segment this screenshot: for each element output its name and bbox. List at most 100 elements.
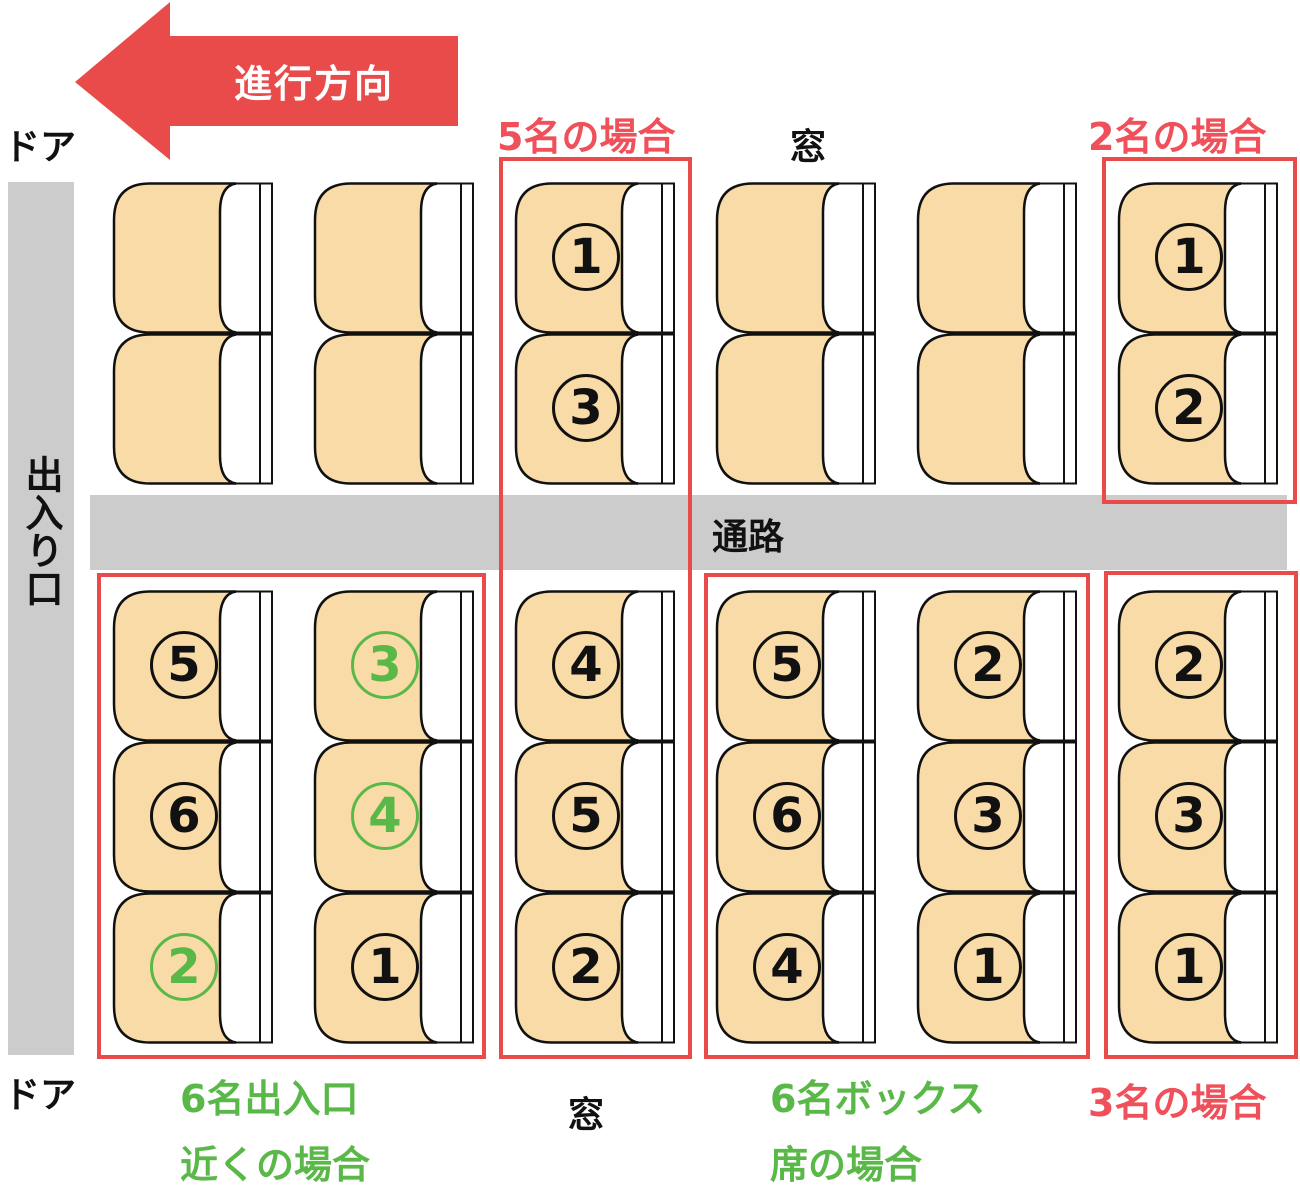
seat-number-badge: 2 bbox=[552, 933, 620, 1001]
seat-number: 2 bbox=[936, 620, 1040, 710]
seat-number-badge: 3 bbox=[552, 374, 620, 442]
seat-bottom-0-0[interactable]: 5 bbox=[112, 590, 274, 742]
group-three-label: 3名の場合 bbox=[1088, 1081, 1267, 1125]
seat-top-3-1[interactable] bbox=[715, 333, 877, 485]
seat-icon bbox=[514, 590, 675, 742]
group-six-entrance-box bbox=[97, 573, 486, 1059]
seat-number-badge: 2 bbox=[150, 933, 218, 1001]
seat-top-4-0[interactable] bbox=[916, 182, 1078, 334]
seat-icon bbox=[715, 182, 876, 334]
door-bottom-label: ドア bbox=[4, 1075, 77, 1116]
seat-number: 5 bbox=[735, 620, 839, 710]
door-top-label: ドア bbox=[4, 127, 77, 168]
seat-number bbox=[735, 212, 839, 302]
seat-number: 2 bbox=[534, 922, 638, 1012]
seat-number-badge: 3 bbox=[1155, 782, 1223, 850]
seat-number bbox=[132, 212, 236, 302]
seat-bottom-5-1[interactable]: 3 bbox=[1117, 741, 1279, 893]
seat-bottom-2-0[interactable]: 4 bbox=[514, 590, 676, 742]
seat-icon bbox=[313, 333, 474, 485]
seat-number bbox=[936, 212, 1040, 302]
seat-number: 5 bbox=[132, 620, 236, 710]
seat-bottom-4-2[interactable]: 1 bbox=[916, 892, 1078, 1044]
seat-number: 3 bbox=[936, 771, 1040, 861]
group-six-entrance-line2: 近くの場合 bbox=[180, 1143, 371, 1187]
seat-number-badge: 6 bbox=[150, 782, 218, 850]
seat-number: 1 bbox=[1137, 212, 1241, 302]
entrance-label: 出入り口 bbox=[18, 455, 64, 616]
seat-icon bbox=[916, 333, 1077, 485]
seat-top-1-0[interactable] bbox=[313, 182, 475, 334]
seat-number bbox=[936, 363, 1040, 453]
seat-number-badge: 1 bbox=[1155, 933, 1223, 1001]
seat-bottom-4-0[interactable]: 2 bbox=[916, 590, 1078, 742]
seat-number-badge: 1 bbox=[351, 933, 419, 1001]
seat-number: 2 bbox=[1137, 620, 1241, 710]
seat-icon bbox=[1117, 333, 1278, 485]
seat-number-badge: 3 bbox=[351, 631, 419, 699]
seat-top-1-1[interactable] bbox=[313, 333, 475, 485]
seat-bottom-2-2[interactable]: 2 bbox=[514, 892, 676, 1044]
seat-icon bbox=[313, 182, 474, 334]
seat-number: 6 bbox=[132, 771, 236, 861]
seat-top-2-0[interactable]: 1 bbox=[514, 182, 676, 334]
seat-number-badge: 5 bbox=[150, 631, 218, 699]
group-three-box bbox=[1104, 571, 1298, 1059]
seat-icon bbox=[916, 182, 1077, 334]
seat-bottom-5-2[interactable]: 1 bbox=[1117, 892, 1279, 1044]
seat-bottom-0-2[interactable]: 2 bbox=[112, 892, 274, 1044]
seat-bottom-4-1[interactable]: 3 bbox=[916, 741, 1078, 893]
window-bottom-label: 窓 bbox=[568, 1095, 605, 1136]
group-six-entrance-line1: 6名出入口 bbox=[180, 1077, 359, 1121]
entrance-text: 出入り口 bbox=[19, 455, 63, 607]
seat-number-badge: 2 bbox=[1155, 374, 1223, 442]
seat-icon bbox=[715, 333, 876, 485]
seat-number-badge: 1 bbox=[1155, 223, 1223, 291]
seat-number-badge: 4 bbox=[552, 631, 620, 699]
seat-icon bbox=[112, 182, 273, 334]
group-six-box-box bbox=[704, 573, 1090, 1059]
seat-top-4-1[interactable] bbox=[916, 333, 1078, 485]
direction-label: 進行方向 bbox=[233, 61, 394, 106]
seat-top-5-1[interactable]: 2 bbox=[1117, 333, 1279, 485]
seat-bottom-1-0[interactable]: 3 bbox=[313, 590, 475, 742]
seat-top-3-0[interactable] bbox=[715, 182, 877, 334]
seat-number-badge: 2 bbox=[1155, 631, 1223, 699]
group-six-entrance-label: 6名出入口 近くの場合 bbox=[180, 1066, 370, 1198]
seat-top-0-1[interactable] bbox=[112, 333, 274, 485]
group-six-box-line2: 席の場合 bbox=[770, 1143, 923, 1187]
seat-number: 1 bbox=[333, 922, 437, 1012]
seat-number: 5 bbox=[534, 771, 638, 861]
seat-bottom-0-1[interactable]: 6 bbox=[112, 741, 274, 893]
group-two-box bbox=[1102, 157, 1297, 504]
seat-number-badge: 5 bbox=[753, 631, 821, 699]
aisle-label: 通路 bbox=[712, 517, 785, 558]
group-six-box-line1: 6名ボックス bbox=[770, 1077, 986, 1121]
seat-bottom-1-1[interactable]: 4 bbox=[313, 741, 475, 893]
seat-number-badge: 4 bbox=[753, 933, 821, 1001]
seat-top-5-0[interactable]: 1 bbox=[1117, 182, 1279, 334]
seat-bottom-5-0[interactable]: 2 bbox=[1117, 590, 1279, 742]
seat-number: 4 bbox=[735, 922, 839, 1012]
seat-bottom-3-0[interactable]: 5 bbox=[715, 590, 877, 742]
seat-number-badge: 1 bbox=[552, 223, 620, 291]
seat-number-badge: 3 bbox=[954, 782, 1022, 850]
seat-bottom-3-2[interactable]: 4 bbox=[715, 892, 877, 1044]
direction-arrow-icon bbox=[75, 2, 458, 160]
seat-number bbox=[735, 363, 839, 453]
seat-number: 1 bbox=[534, 212, 638, 302]
seat-number: 3 bbox=[333, 620, 437, 710]
seat-number-badge: 2 bbox=[954, 631, 1022, 699]
seat-bottom-1-2[interactable]: 1 bbox=[313, 892, 475, 1044]
seat-top-2-1[interactable]: 3 bbox=[514, 333, 676, 485]
seat-number bbox=[132, 363, 236, 453]
seat-number: 4 bbox=[333, 771, 437, 861]
seat-icon bbox=[112, 333, 273, 485]
seat-number: 4 bbox=[534, 620, 638, 710]
seat-bottom-3-1[interactable]: 6 bbox=[715, 741, 877, 893]
seat-top-0-0[interactable] bbox=[112, 182, 274, 334]
seat-bottom-2-1[interactable]: 5 bbox=[514, 741, 676, 893]
seat-number bbox=[333, 212, 437, 302]
seat-number: 2 bbox=[132, 922, 236, 1012]
seat-number-badge: 6 bbox=[753, 782, 821, 850]
